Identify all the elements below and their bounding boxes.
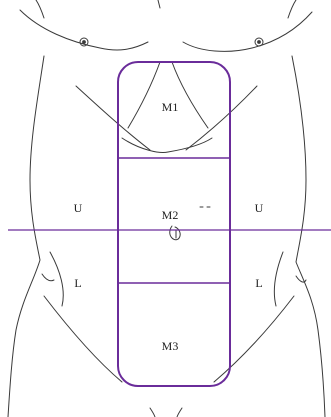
sternum-right — [172, 62, 208, 128]
top-left-stroke — [36, 0, 44, 18]
top-centre-stroke — [158, 0, 160, 8]
left-hip-mark — [42, 274, 54, 281]
left-flank — [8, 56, 44, 417]
groin-left — [150, 408, 155, 417]
label-lower-right: L — [255, 276, 262, 290]
label-m2: M2 — [162, 208, 179, 222]
label-upper-left: U — [74, 201, 83, 215]
left-rib-arc — [76, 86, 150, 150]
left-inguinal-line — [44, 296, 122, 382]
label-m1: M1 — [162, 100, 179, 114]
left-nipple-inner — [83, 41, 86, 44]
right-chest-curve — [183, 12, 312, 51]
right-waist-curve — [274, 252, 283, 306]
left-chest-curve — [20, 10, 148, 50]
sternum-left — [128, 62, 160, 128]
navel — [170, 226, 180, 240]
label-upper-right: U — [255, 201, 264, 215]
groin-right — [177, 408, 182, 417]
right-rib-arc — [186, 86, 257, 150]
right-flank — [292, 56, 325, 417]
top-right-stroke — [288, 0, 296, 18]
right-inguinal-line — [214, 296, 294, 382]
label-m3: M3 — [162, 339, 179, 353]
label-lower-left: L — [74, 276, 81, 290]
right-hip-mark — [296, 276, 306, 282]
right-nipple-inner — [258, 41, 261, 44]
left-waist-curve — [50, 252, 63, 306]
